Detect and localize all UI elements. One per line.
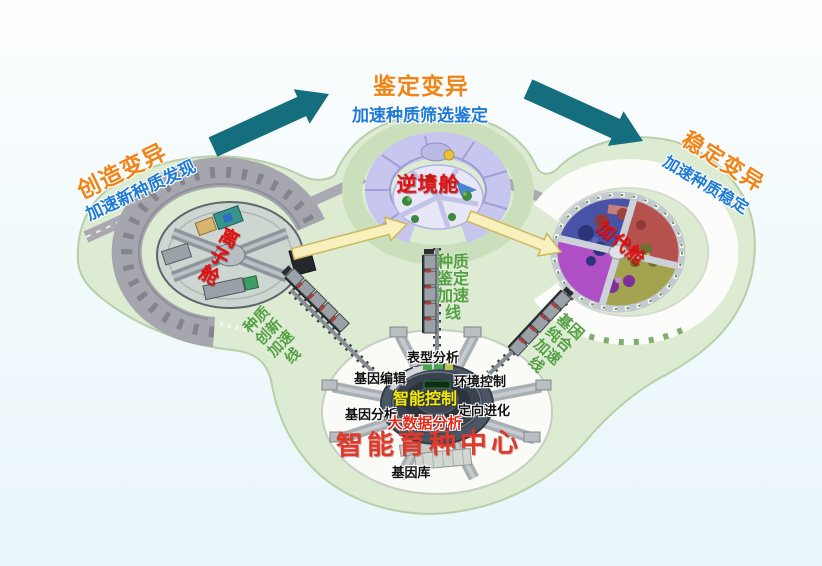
chamber-label-stress: 逆境舱 <box>396 174 460 196</box>
roof-details <box>413 362 453 389</box>
module-label-phenotype: 表型分析 <box>406 350 459 365</box>
center-title: 智能育种中心 <box>335 427 523 462</box>
pond <box>456 181 477 196</box>
teal-arrow-right <box>523 79 643 146</box>
control-center-complex <box>321 326 553 495</box>
module-label-gene-editing: 基因编辑 <box>353 371 406 386</box>
rail-line-text: 鉴定 <box>436 271 469 288</box>
generation-chamber-complex <box>533 159 739 346</box>
rail-line-text: 种质 <box>436 254 469 271</box>
ion-chamber-complex <box>111 157 325 347</box>
dome-light <box>443 149 455 161</box>
module-label-directed-evolution: 定向进化 <box>457 403 510 418</box>
stress-chamber-complex <box>342 117 534 265</box>
yellow-arrow-left <box>290 216 409 261</box>
module-label-big-data: 大数据分析 <box>387 415 463 432</box>
module-label-intelligent-control: 智能控制 <box>392 391 457 408</box>
edge-sheds <box>321 326 552 443</box>
plants <box>402 174 472 223</box>
module-label-gene-analysis: 基因分析 <box>344 407 397 422</box>
rail-line-text: 线 <box>444 305 461 322</box>
ion-machine-left <box>160 242 193 266</box>
ion-machine-bottom <box>202 275 260 301</box>
ion-machine-top <box>194 205 244 237</box>
rail-line-label-identification: 种质 鉴定 加速 线 <box>424 254 482 322</box>
module-label-environment: 环境控制 <box>453 374 506 389</box>
stage-identify-subtitle: 加速种质筛选鉴定 <box>352 106 488 125</box>
teal-arrow-left <box>208 89 329 157</box>
stage-identify-title: 鉴定变异 <box>373 73 469 99</box>
module-label-gene-bank: 基因库 <box>391 465 431 480</box>
yellow-arrow-right <box>466 209 563 257</box>
rail-line-text: 加速 <box>436 288 469 305</box>
gene-bank-sheds <box>398 440 473 470</box>
